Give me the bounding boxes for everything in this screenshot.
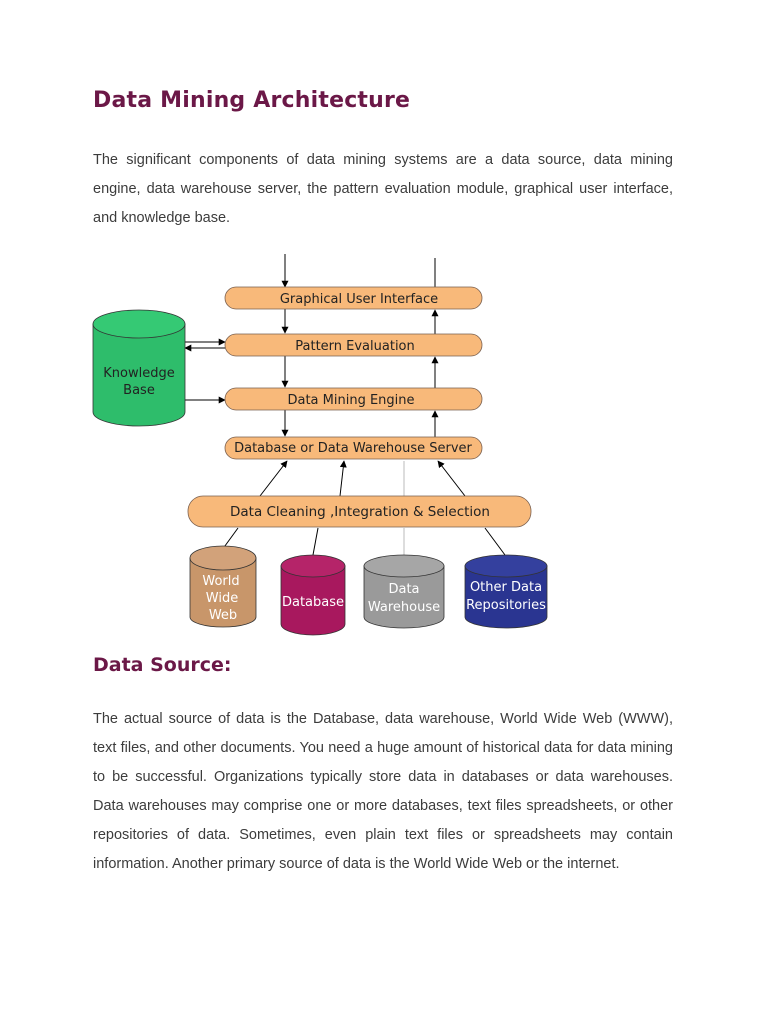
layer-gui-label: Graphical User Interface <box>280 292 438 307</box>
warehouse-line-2: Warehouse <box>368 600 440 615</box>
intro-paragraph: The significant components of data minin… <box>93 152 673 226</box>
www-line-3: Web <box>209 608 237 623</box>
layer-pattern-evaluation: Pattern Evaluation <box>224 333 483 357</box>
arrow-cleaning-to-server-4 <box>437 460 466 497</box>
line-database-to-cleaning <box>312 527 319 556</box>
source-warehouse-cylinder: Data Warehouse <box>363 554 445 629</box>
line-other-to-cleaning <box>484 527 506 556</box>
knowledge-base-cylinder: Knowledge Base <box>92 309 186 427</box>
www-line-2: Wide <box>206 591 238 606</box>
database-label: Database <box>282 595 344 610</box>
knowledge-base-line-2: Base <box>123 383 155 398</box>
layer-data-mining-engine: Data Mining Engine <box>224 387 483 411</box>
layer-server: Database or Data Warehouse Server <box>224 436 483 460</box>
layer-server-label: Database or Data Warehouse Server <box>234 441 472 456</box>
arrow-cleaning-to-server-2 <box>339 460 347 497</box>
source-database-cylinder: Database <box>280 554 346 636</box>
www-line-1: World <box>202 574 239 589</box>
layer-pattern-label: Pattern Evaluation <box>295 339 415 354</box>
other-line-1: Other Data <box>470 580 542 595</box>
layer-cleaning-label: Data Cleaning ,Integration & Selection <box>230 504 490 520</box>
arrow-cleaning-to-server-1 <box>259 460 288 497</box>
page-title: Data Mining Architecture <box>93 88 411 113</box>
warehouse-line-1: Data <box>388 582 419 597</box>
source-www-cylinder: World Wide Web <box>189 545 257 628</box>
knowledge-base-line-1: Knowledge <box>103 366 174 381</box>
layer-cleaning: Data Cleaning ,Integration & Selection <box>187 495 532 528</box>
layer-gui: Graphical User Interface <box>224 286 483 310</box>
source-other-cylinder: Other Data Repositories <box>464 554 548 629</box>
other-line-2: Repositories <box>466 598 546 613</box>
section-title: Data Source: <box>93 654 232 676</box>
section-paragraph: The actual source of data is the Databas… <box>93 711 673 872</box>
layer-engine-label: Data Mining Engine <box>287 393 414 408</box>
